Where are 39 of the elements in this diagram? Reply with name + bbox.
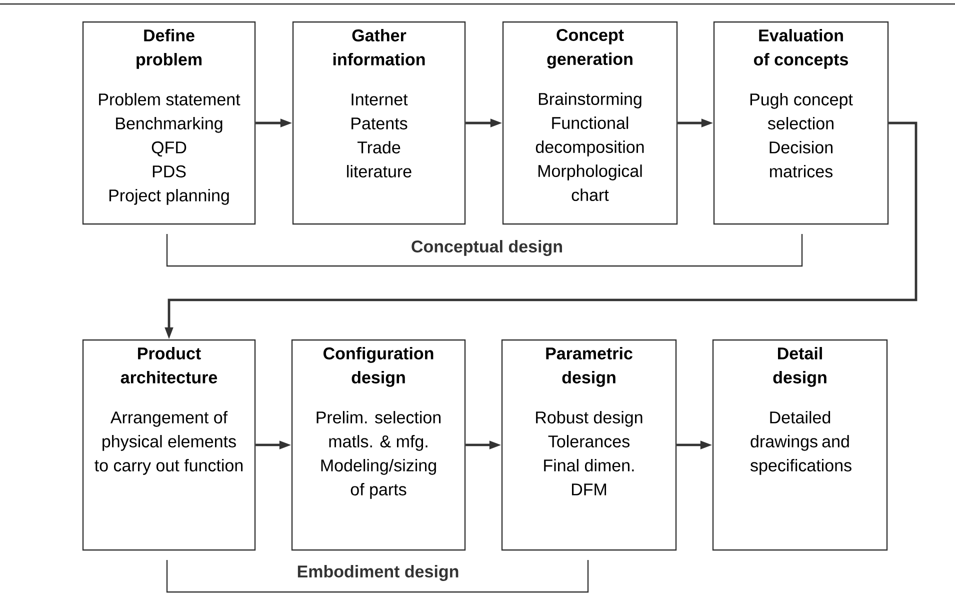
list-item: Benchmarking <box>116 117 222 133</box>
process-box <box>501 339 677 551</box>
box-heading: Detail design <box>773 347 826 387</box>
box-heading: Parametric design <box>546 347 632 387</box>
list-item: Project planning <box>109 189 229 205</box>
box-heading: Configuration design <box>323 347 434 387</box>
list-item: Problem statement <box>99 93 240 106</box>
list-item: Pugh concept selection <box>750 93 853 130</box>
process-box <box>502 21 678 225</box>
box-heading: Define problem <box>136 29 202 69</box>
list-item: Robust design <box>536 411 642 427</box>
list-item: Brainstorming <box>538 92 642 108</box>
list-item: Functional decomposition <box>536 116 644 156</box>
list-item: DFM <box>572 484 606 496</box>
list-item: Final dimen. <box>544 459 634 472</box>
process-box <box>292 21 466 225</box>
list-item: Internet <box>352 94 408 106</box>
list-item: Prelim. selection matls. & mfg. <box>316 411 441 451</box>
box-heading: Concept generation <box>547 29 632 68</box>
process-box <box>291 339 466 551</box>
list-item: Patents <box>352 118 408 130</box>
process-box <box>713 21 889 225</box>
box-heading: Product architecture <box>120 347 218 384</box>
list-item: Decision matrices <box>770 141 832 178</box>
process-box <box>712 339 888 551</box>
list-item: PDS <box>152 165 186 178</box>
list-item: QFD <box>152 141 186 157</box>
list-item: Arrangement of physical elements to carry out function <box>94 411 243 475</box>
process-box <box>82 21 256 225</box>
list-item: Modeling/sizing of parts <box>321 459 436 499</box>
list-item: Tolerances <box>548 435 630 448</box>
bracket-label: Embodiment design <box>296 564 460 582</box>
box-heading: Gather information <box>333 29 425 66</box>
list-item: Detailed drawings and specifications <box>750 411 852 475</box>
list-item: Trade literature <box>347 141 412 178</box>
process-box <box>82 339 256 551</box>
box-heading: Evaluation of concepts <box>754 29 848 69</box>
list-item: Morphological chart <box>538 164 642 202</box>
bracket-label: Conceptual design <box>410 239 564 257</box>
